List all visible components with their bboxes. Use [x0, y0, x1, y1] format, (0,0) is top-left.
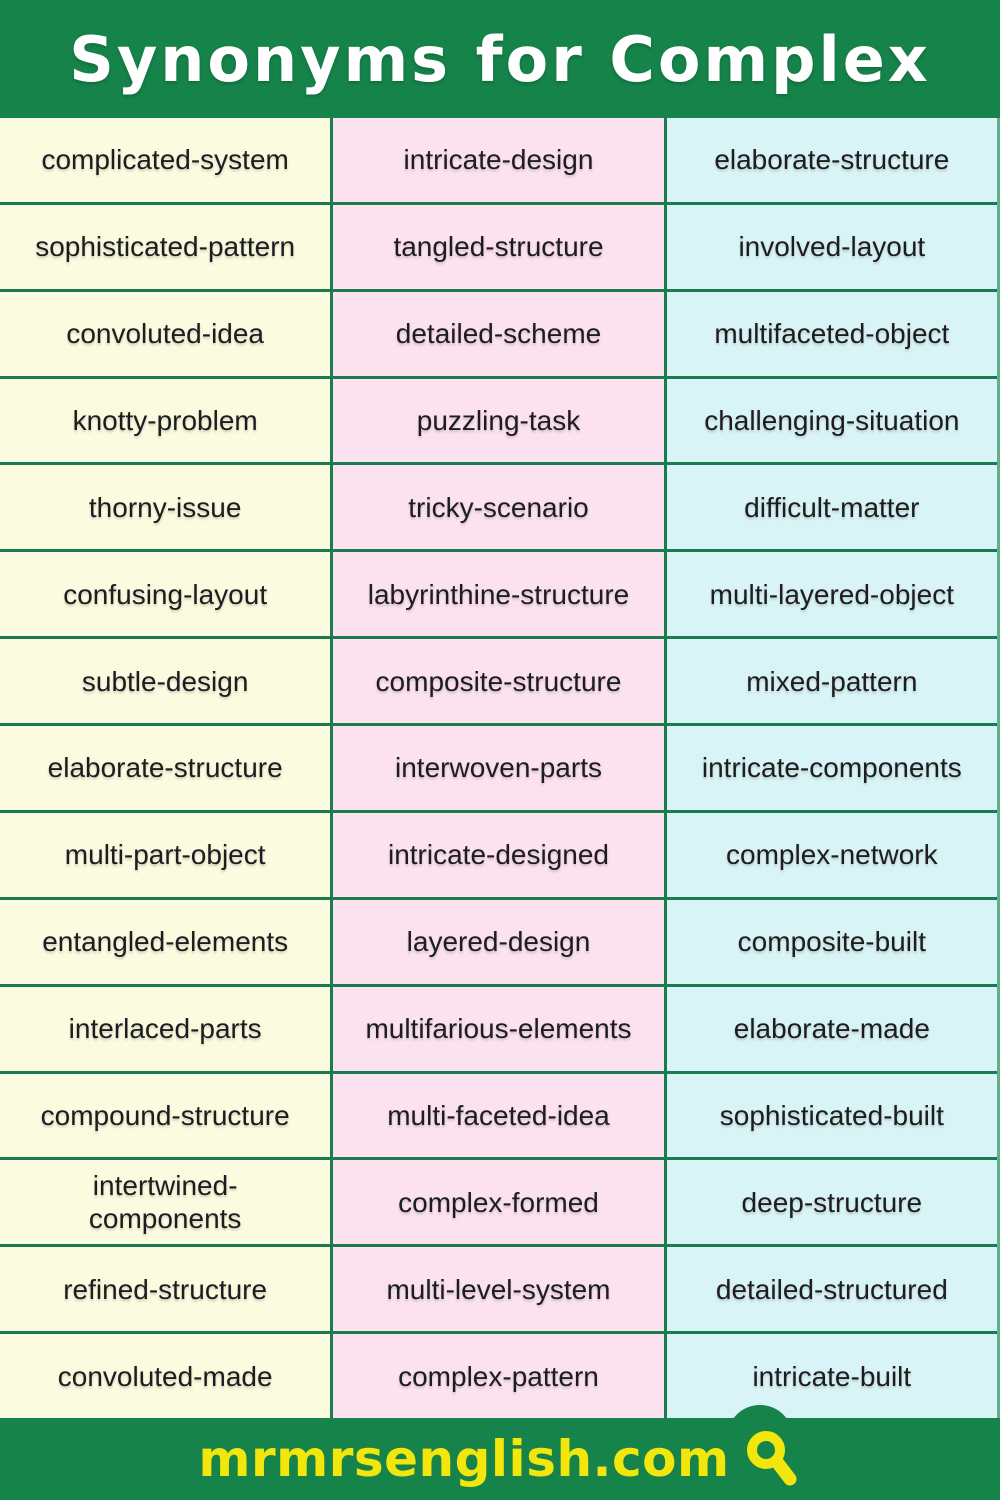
- synonym-cell: multifaceted-object: [666, 291, 997, 376]
- synonym-cell: sophisticated-built: [666, 1073, 997, 1158]
- synonym-cell: complex-network: [666, 812, 997, 897]
- synonym-cell: multi-part-object: [0, 812, 331, 897]
- synonym-cell: thorny-issue: [0, 465, 331, 550]
- synonym-cell: challenging-situation: [666, 378, 997, 463]
- synonym-cell: involved-layout: [666, 204, 997, 289]
- synonym-cell: sophisticated-pattern: [0, 204, 331, 289]
- synonym-cell: composite-built: [666, 899, 997, 984]
- synonym-cell: mixed-pattern: [666, 639, 997, 724]
- synonym-cell: entangled-elements: [0, 899, 331, 984]
- synonym-cell: intertwined-components: [0, 1160, 331, 1245]
- synonym-cell: complex-formed: [333, 1160, 664, 1245]
- search-icon: [746, 1431, 797, 1486]
- synonym-cell: knotty-problem: [0, 378, 331, 463]
- synonym-cell: multifarious-elements: [333, 986, 664, 1071]
- synonym-cell: interwoven-parts: [333, 726, 664, 810]
- synonym-cell: composite-structure: [333, 639, 664, 724]
- synonym-cell: detailed-structured: [666, 1247, 997, 1332]
- synonym-cell: intricate-built: [666, 1334, 997, 1418]
- site-text: mrmrsenglish.com: [198, 1430, 730, 1488]
- synonym-cell: multi-level-system: [333, 1247, 664, 1332]
- synonym-cell: compound-structure: [0, 1073, 331, 1158]
- synonym-cell: elaborate-made: [666, 986, 997, 1071]
- synonym-cell: subtle-design: [0, 639, 331, 724]
- synonym-cell: convoluted-made: [0, 1334, 331, 1418]
- synonym-cell: complex-pattern: [333, 1334, 664, 1418]
- synonym-cell: complicated-system: [0, 118, 331, 202]
- synonym-cell: intricate-designed: [333, 812, 664, 897]
- synonym-cell: interlaced-parts: [0, 986, 331, 1071]
- synonym-cell: labyrinthine-structure: [333, 552, 664, 637]
- synonym-cell: multi-faceted-idea: [333, 1073, 664, 1158]
- synonym-cell: refined-structure: [0, 1247, 331, 1332]
- page-title: Synonyms for Complex: [69, 22, 931, 96]
- synonym-cell: intricate-design: [333, 118, 664, 202]
- synonym-cell: confusing-layout: [0, 552, 331, 637]
- synonym-cell: puzzling-task: [333, 378, 664, 463]
- synonym-cell: elaborate-structure: [666, 118, 997, 202]
- synonym-cell: tangled-structure: [333, 204, 664, 289]
- synonym-cell: layered-design: [333, 899, 664, 984]
- synonym-cell: multi-layered-object: [666, 552, 997, 637]
- header-bar: Synonyms for Complex: [0, 0, 1000, 118]
- synonym-cell: detailed-scheme: [333, 291, 664, 376]
- synonym-cell: elaborate-structure: [0, 726, 331, 810]
- synonym-cell: tricky-scenario: [333, 465, 664, 550]
- synonym-cell: convoluted-idea: [0, 291, 331, 376]
- footer-bar: mrmrsenglish.com: [0, 1405, 1000, 1500]
- synonym-cell: deep-structure: [666, 1160, 997, 1245]
- synonym-cell: intricate-components: [666, 726, 997, 810]
- synonym-cell: difficult-matter: [666, 465, 997, 550]
